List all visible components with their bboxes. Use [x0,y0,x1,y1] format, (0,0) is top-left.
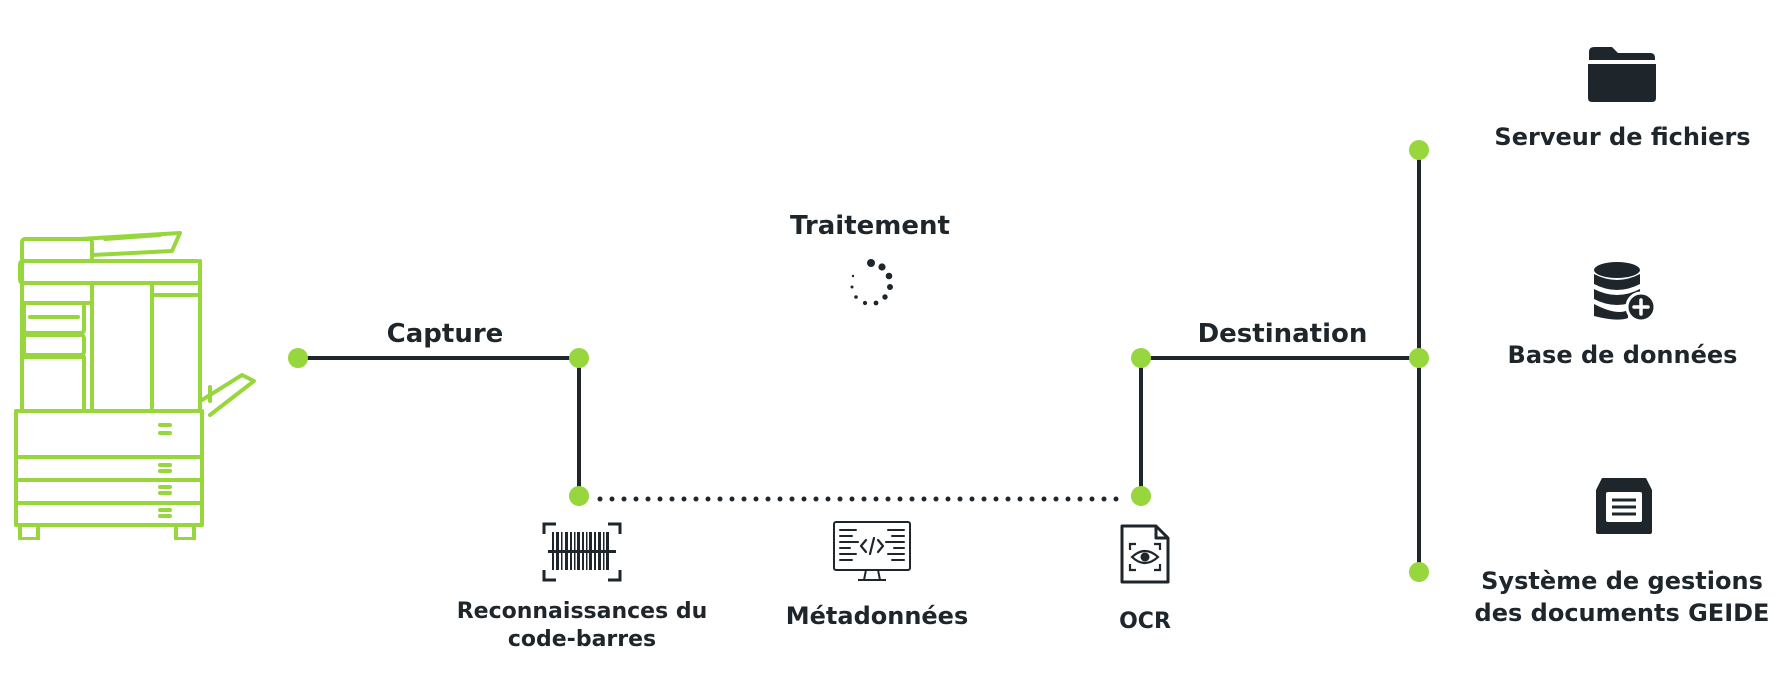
database-add-icon [1594,262,1657,323]
node-barcode [569,486,589,506]
folder-icon [1588,47,1656,102]
node-capture-start [288,348,308,368]
geide-label: Système de gestions des documents GEIDE [1462,565,1782,630]
traitement-label: Traitement [790,211,950,241]
node-file-server [1409,140,1429,160]
destination-label: Destination [1197,319,1368,349]
archive-tray-icon [1596,478,1652,534]
database-label: Base de données [1507,341,1738,369]
loading-spinner-icon [850,259,893,306]
barcode-label-line-2: code-barres [507,626,657,652]
ocr-label: OCR [1119,609,1171,634]
node-destination-start [1131,348,1151,368]
node-capture-end [569,348,589,368]
geide-label-line-1: Système de gestions [1481,567,1763,595]
node-database [1409,348,1429,368]
multifunction-printer-icon [14,231,256,540]
capture-label: Capture [386,319,504,349]
code-monitor-icon [833,521,911,581]
geide-label-line-2: des documents GEIDE [1474,599,1770,628]
metadata-label: Métadonnées [785,602,969,630]
file-server-label: Serveur de fichiers [1494,123,1751,151]
node-geide [1409,562,1429,582]
ocr-document-eye-icon [1120,524,1170,584]
barcode-label-line-1: Reconnaissances du [456,599,708,624]
node-ocr [1131,486,1151,506]
barcode-scan-icon [542,522,622,582]
barcode-label: Reconnaissances du code-barres [444,598,720,653]
